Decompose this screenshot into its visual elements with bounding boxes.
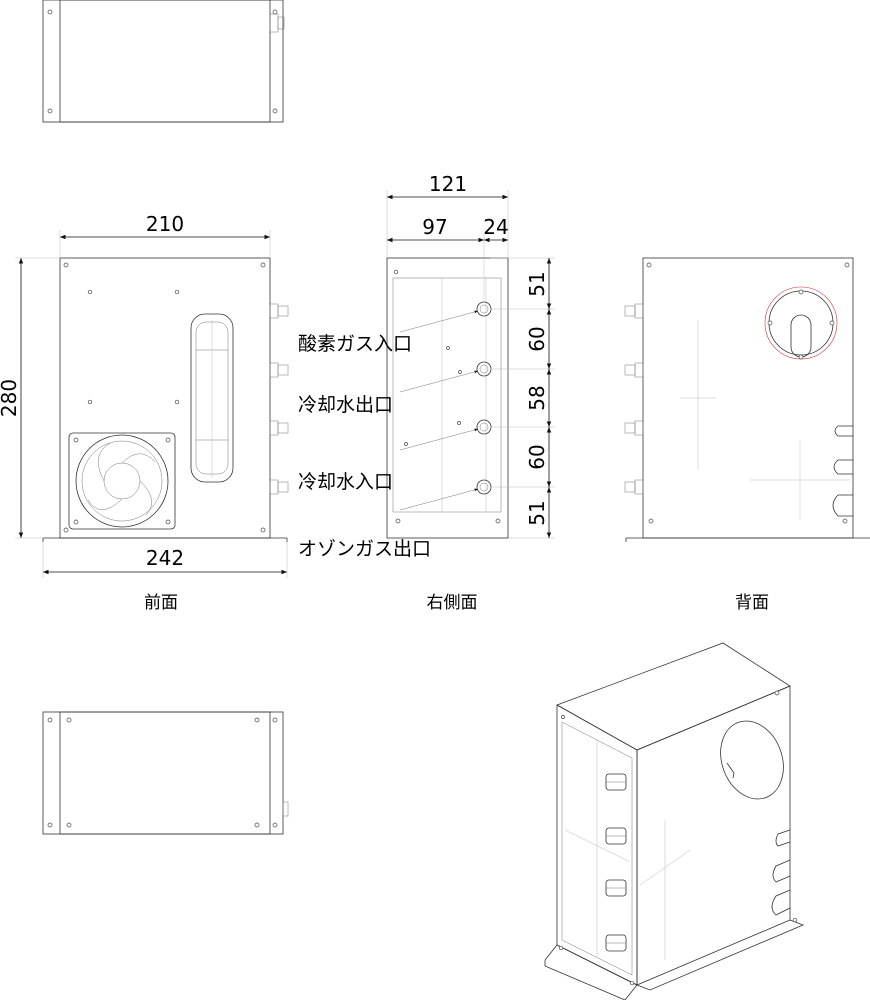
dim-side-main: 97 bbox=[422, 215, 447, 239]
dim-pitch-3: 58 bbox=[525, 385, 549, 410]
dim-side-depth: 121 bbox=[429, 172, 467, 196]
bottom-view bbox=[42, 711, 289, 835]
dim-front-width: 210 bbox=[146, 212, 184, 236]
dim-base-width: 242 bbox=[146, 546, 184, 570]
back-view: 背面 bbox=[624, 257, 870, 613]
label-cooling-in: 冷却水入口 bbox=[298, 471, 393, 493]
front-view-caption: 前面 bbox=[144, 593, 178, 613]
dim-pitch-5: 51 bbox=[525, 500, 549, 525]
back-slots bbox=[832, 425, 853, 517]
dim-pitch-1: 51 bbox=[525, 271, 549, 296]
dim-height: 280 bbox=[0, 379, 21, 417]
round-opening bbox=[764, 286, 838, 360]
port-ozone-out bbox=[476, 479, 492, 495]
label-oxygen-in: 酸素ガス入口 bbox=[298, 333, 412, 355]
isometric-view bbox=[544, 642, 805, 1000]
dim-side-offset: 24 bbox=[483, 215, 508, 239]
front-fittings bbox=[269, 303, 289, 495]
side-view-caption: 右側面 bbox=[427, 593, 478, 613]
label-cooling-out: 冷却水出口 bbox=[298, 394, 393, 416]
side-view: 酸素ガス入口 冷却水出口 冷却水入口 オゾンガス出口 121 97 24 51 … bbox=[298, 172, 555, 613]
port-oxygen-in bbox=[476, 301, 492, 317]
fan-icon bbox=[68, 432, 176, 530]
port-cooling-in bbox=[476, 419, 492, 435]
dim-pitch-4: 60 bbox=[525, 444, 549, 469]
label-ozone-out: オゾンガス出口 bbox=[298, 538, 431, 560]
port-cooling-out bbox=[476, 361, 492, 377]
iso-fittings bbox=[605, 773, 627, 952]
vertical-unit bbox=[190, 313, 234, 483]
back-fittings bbox=[624, 303, 644, 495]
front-view: 210 280 242 前面 bbox=[0, 212, 289, 613]
back-view-caption: 背面 bbox=[735, 593, 769, 613]
top-view bbox=[42, 0, 285, 123]
dim-pitch-2: 60 bbox=[525, 326, 549, 351]
